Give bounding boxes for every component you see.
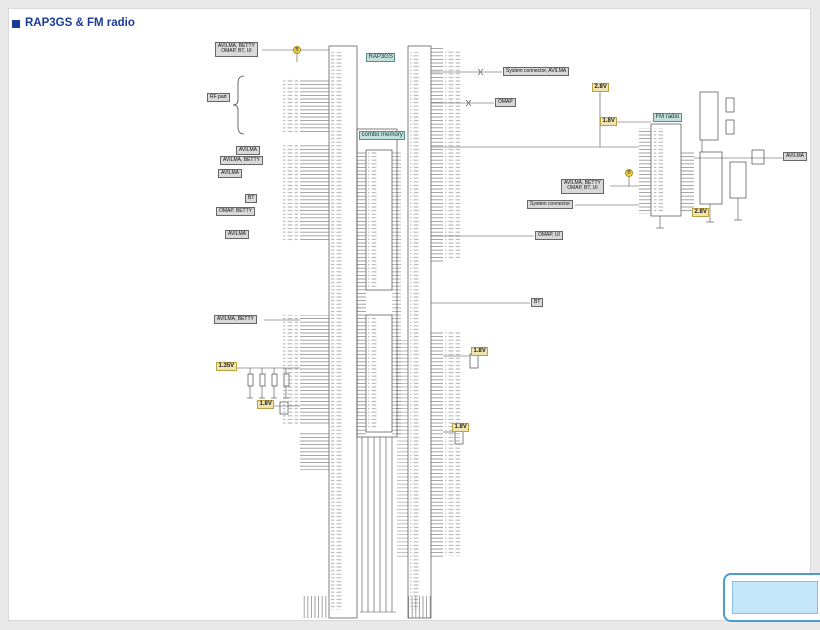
testpoint-b-left: B bbox=[293, 46, 301, 54]
volt-1v35: 1.35V bbox=[216, 362, 237, 371]
highlight-box[interactable] bbox=[723, 573, 820, 622]
ref-bt-left: BT bbox=[245, 194, 258, 203]
ref-bt-right: BT bbox=[531, 298, 544, 307]
volt-2v8-fm-top: 2.8V bbox=[592, 83, 610, 92]
wires bbox=[232, 49, 783, 613]
volt-2v8-fm-bottom: 2.8V bbox=[692, 208, 710, 217]
ref-rf-part: RF part bbox=[207, 93, 230, 102]
page-title: RAP3GS & FM radio bbox=[25, 17, 135, 29]
ref-avilma-betty-omap-bt-ui-top-left: AVILMA, BETTY OMAP, BT, UI bbox=[215, 42, 258, 57]
ref-avilma-3: AVILMA bbox=[225, 230, 249, 239]
fm-radio-label: FM radio bbox=[653, 113, 682, 122]
volt-1v8-mid-lower: 1.8V bbox=[452, 423, 470, 432]
ref-avilma-1: AVILMA bbox=[236, 146, 260, 155]
ref-omap: OMAP bbox=[495, 98, 516, 107]
combo-memory-label: combo memory bbox=[359, 131, 406, 140]
ref-system-connector: System connector bbox=[527, 200, 574, 209]
ref-avilma-betty-omap-bt-ui-right: AVILMA, BETTY OMAP, BT, UI bbox=[561, 179, 604, 194]
volt-1v8-mid-upper: 1.8V bbox=[471, 347, 489, 356]
ref-omap-betty: OMAP, BETTY bbox=[216, 207, 255, 216]
ref-avilma-far-right: AVILMA bbox=[783, 152, 807, 161]
title-bullet-icon bbox=[12, 20, 20, 28]
volt-1v8-left: 1.8V bbox=[257, 400, 275, 409]
rap3gs-chip-label: RAP3GS bbox=[366, 53, 396, 62]
ref-avilma-betty-2: AVILMA, BETTY bbox=[214, 315, 257, 324]
volt-1v8-fm: 1.8V bbox=[600, 117, 618, 126]
pin-clusters bbox=[283, 48, 694, 618]
ref-omap-ui: OMAP, UI bbox=[535, 231, 563, 240]
ref-system-connector-avilma: System connector, AVILMA bbox=[503, 67, 570, 76]
ref-avilma-betty-1: AVILMA, BETTY bbox=[220, 156, 263, 165]
highlight-box-inner bbox=[732, 581, 818, 614]
schematic-page bbox=[8, 8, 811, 621]
ref-avilma-2: AVILMA bbox=[218, 169, 242, 178]
testpoint-b-right: B bbox=[625, 169, 633, 177]
